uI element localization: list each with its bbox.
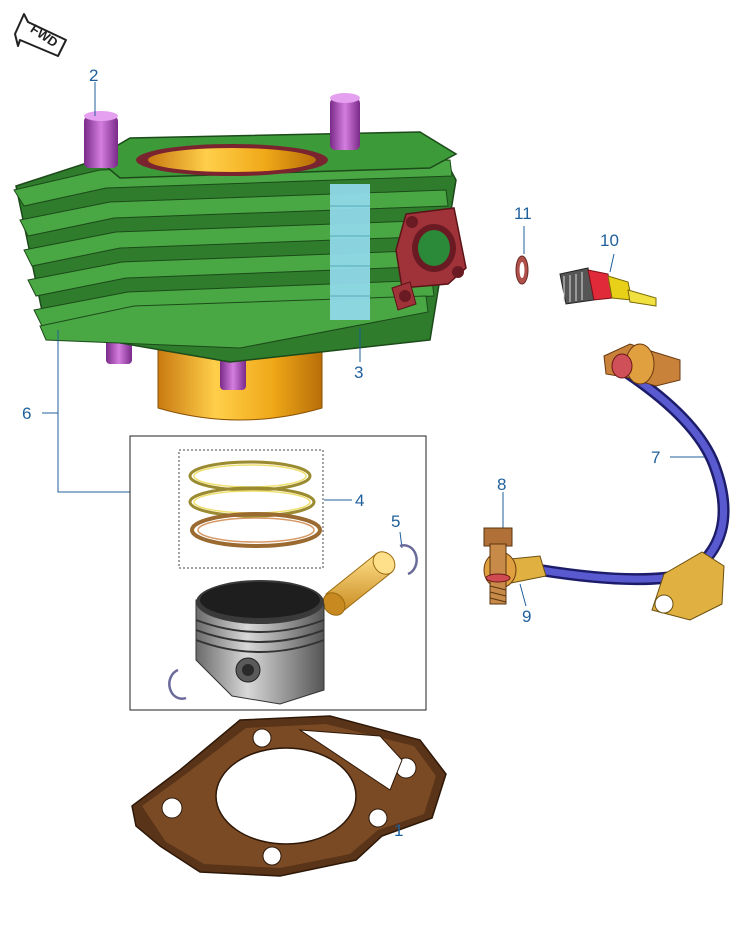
callout-10: 10 — [600, 231, 619, 250]
piston-pin-clip-icon — [168, 544, 418, 700]
callout-7: 7 — [651, 448, 660, 467]
oil-pipe — [483, 343, 730, 621]
temperature-sensor — [559, 267, 657, 307]
cylinder-block — [13, 93, 467, 421]
leader-lines — [42, 82, 706, 831]
callout-1: 1 — [394, 821, 403, 840]
callout-11: 11 — [514, 204, 532, 223]
piston-rings-box — [178, 449, 324, 569]
banjo-washer — [485, 573, 511, 583]
piston-rings — [188, 460, 322, 548]
callout-9: 9 — [522, 607, 531, 626]
callout-4: 4 — [355, 491, 364, 510]
callout-8: 8 — [497, 475, 506, 494]
cylinder-base-gasket — [131, 715, 447, 877]
piston-kit-box — [129, 435, 427, 711]
fwd-arrow-icon: FWD — [14, 13, 67, 57]
piston-pin — [322, 551, 396, 616]
sealing-washer — [515, 255, 529, 285]
callout-2: 2 — [89, 66, 98, 85]
callout-6: 6 — [22, 404, 31, 423]
callout-5: 5 — [391, 512, 400, 531]
callout-3: 3 — [354, 363, 363, 382]
piston — [195, 580, 325, 705]
